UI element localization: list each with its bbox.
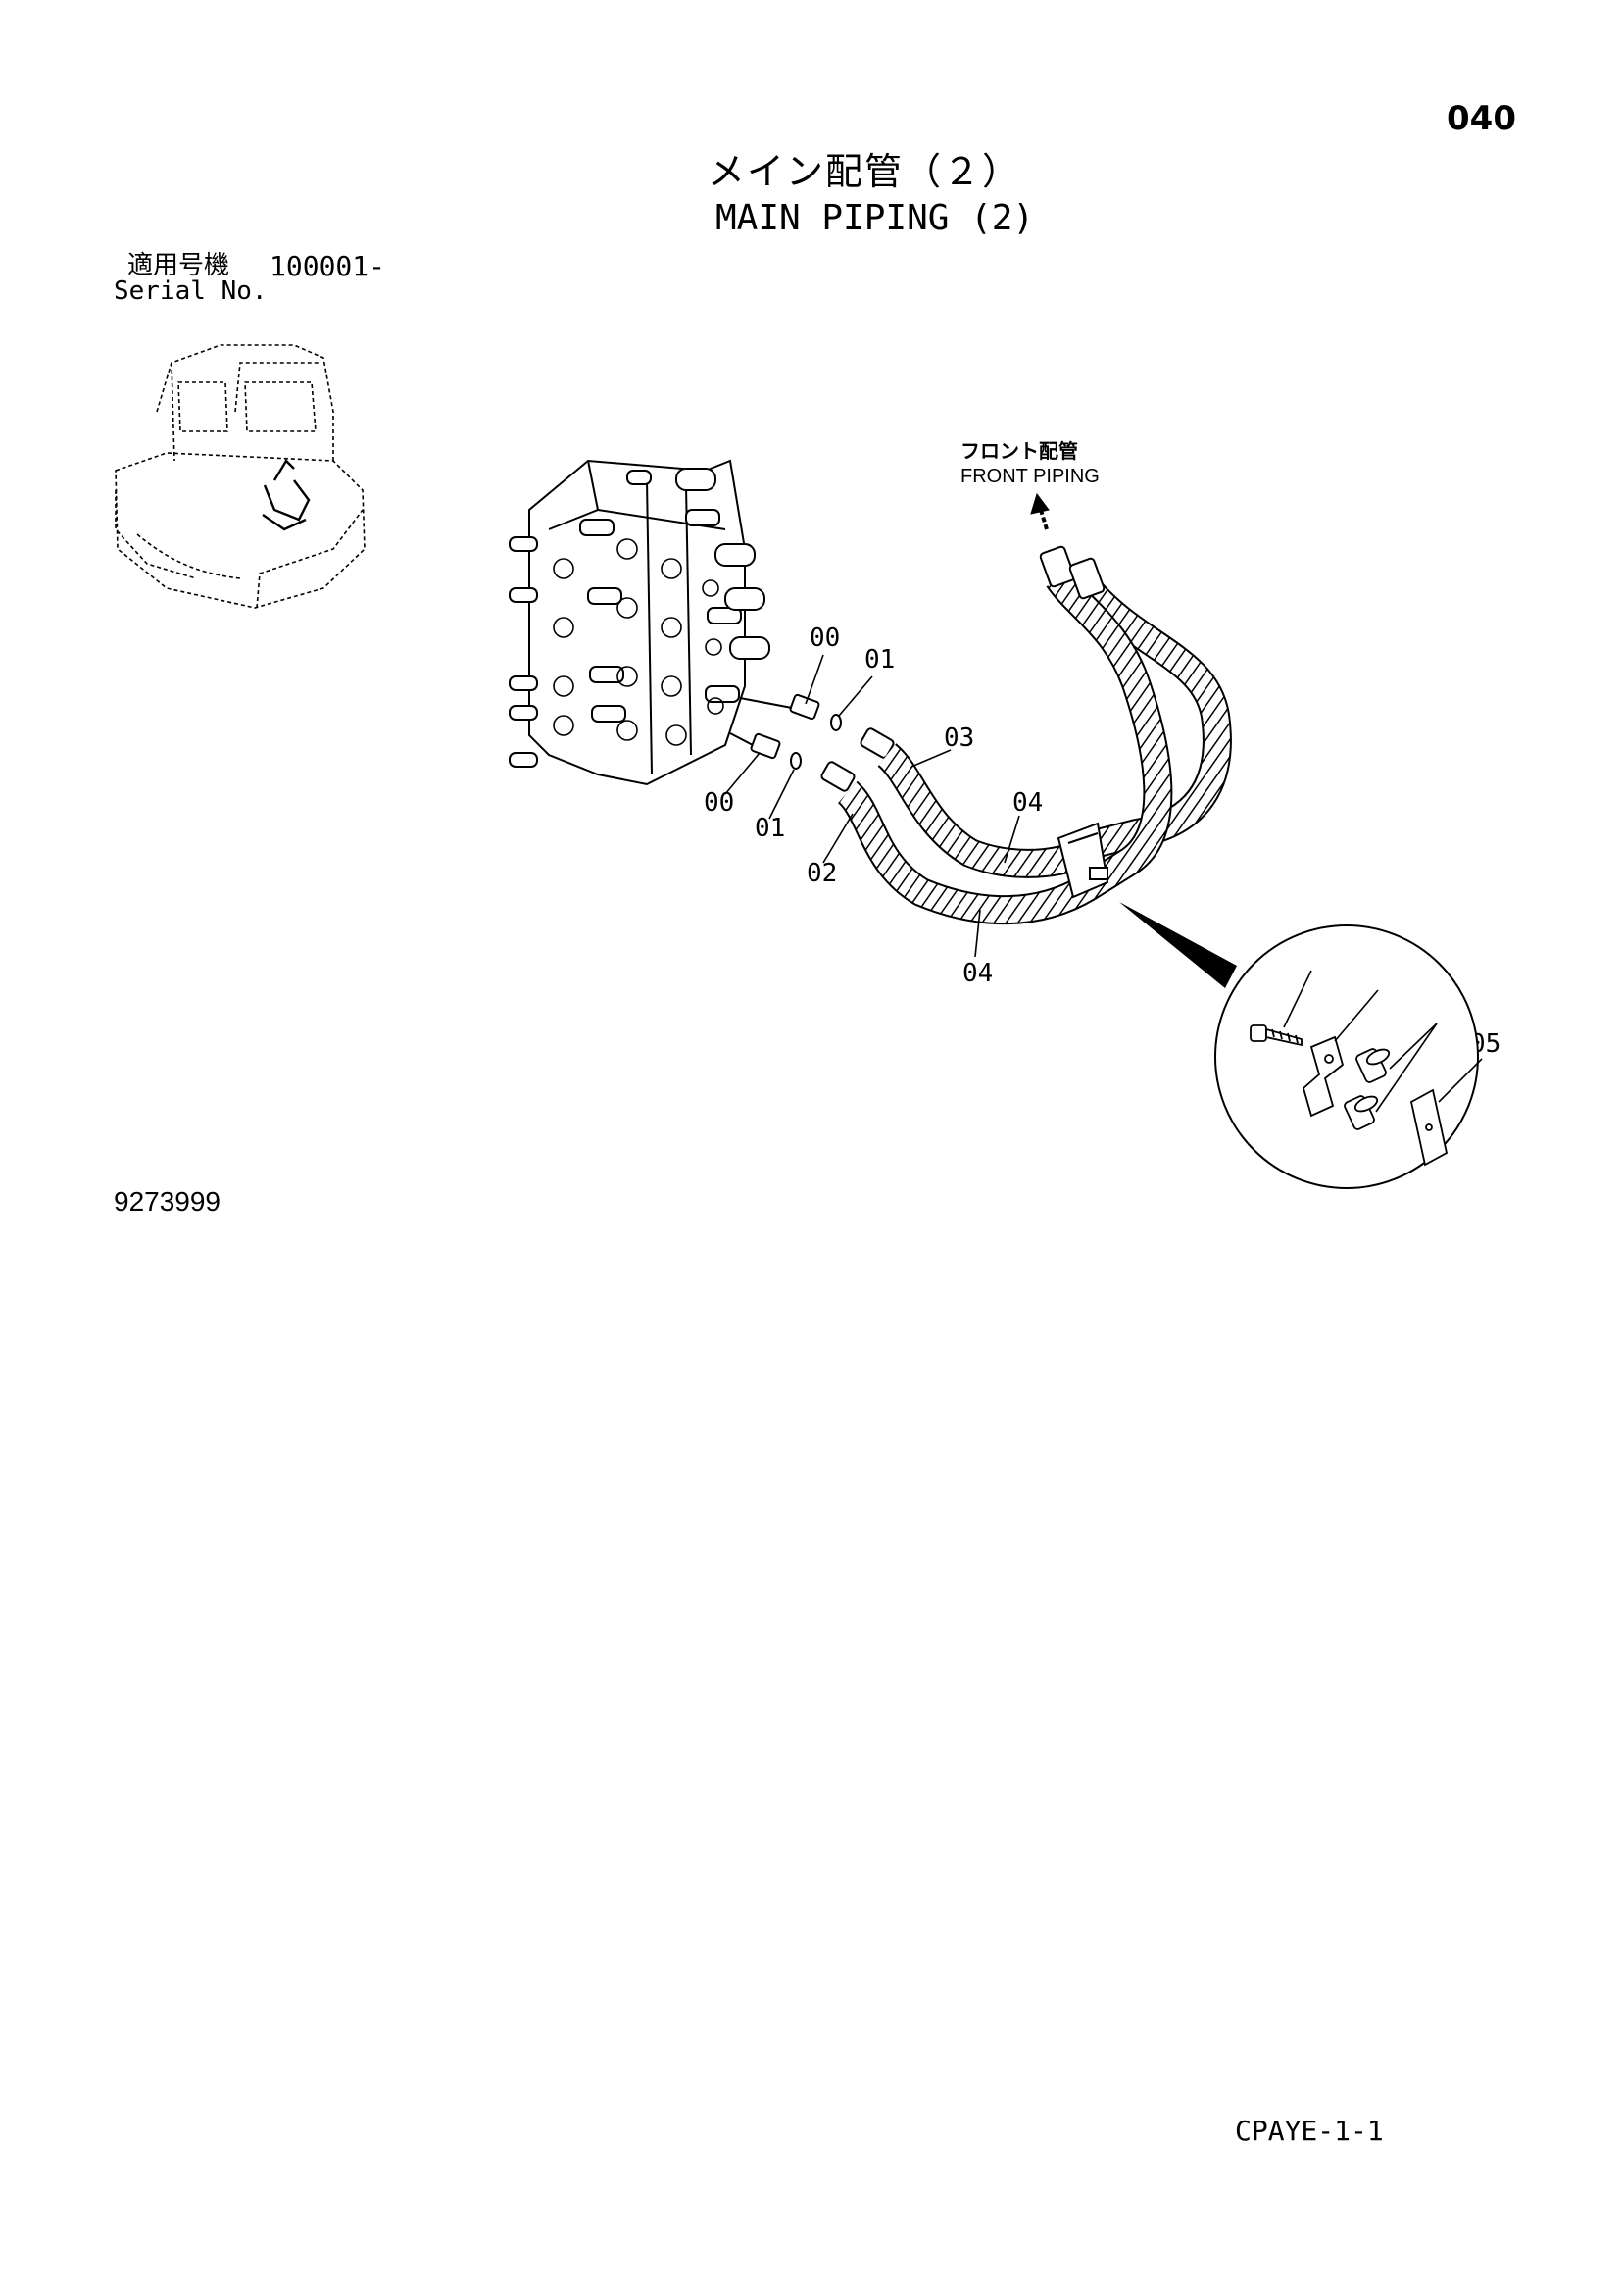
callout-04-upper: 04: [1012, 788, 1044, 818]
callout-02: 02: [807, 859, 838, 888]
callout-00-upper: 00: [810, 624, 841, 653]
page-title-english: MAIN PIPING (2): [715, 198, 1035, 238]
serial-range: 100001-: [270, 250, 386, 282]
bracket-06: [1302, 1035, 1345, 1118]
hose-02-lower: [837, 570, 1173, 925]
callout-leader-lines: [724, 654, 1020, 958]
callout-03: 03: [944, 724, 975, 753]
plate-05: [1409, 1088, 1449, 1167]
front-hose-fittings: [1039, 545, 1106, 600]
detail-pointer: [1119, 902, 1237, 988]
front-piping-label-japanese: フロント配管: [960, 439, 1078, 463]
serial-label-english: Serial No.: [114, 276, 268, 306]
page-title-japanese: メイン配管（２）: [708, 150, 1022, 193]
callout-00-lower: 00: [704, 788, 735, 818]
callout-01-upper: 01: [864, 645, 896, 674]
front-piping-arrow: [1030, 492, 1050, 530]
excavator-thumbnail-highlight: [262, 459, 311, 531]
callout-01-lower: 01: [755, 814, 786, 843]
adapters-and-orings: [729, 693, 895, 792]
spacers-07: [1344, 1048, 1391, 1130]
control-valve: [509, 459, 770, 786]
front-piping-label-english: FRONT PIPING: [960, 466, 1100, 487]
excavator-location-thumbnail: [115, 344, 366, 609]
page-code: CPAYE-1-1: [1235, 2115, 1384, 2147]
clamp-detail-circle: [1214, 924, 1483, 1189]
serial-label-japanese: 適用号機: [127, 251, 230, 280]
callout-04-lower: 04: [962, 959, 994, 988]
bolt-08: [1250, 1024, 1303, 1047]
drawing-number: 9273999: [114, 1186, 221, 1217]
hose-clamp: [1057, 822, 1109, 899]
page-number: 040: [1447, 99, 1516, 138]
